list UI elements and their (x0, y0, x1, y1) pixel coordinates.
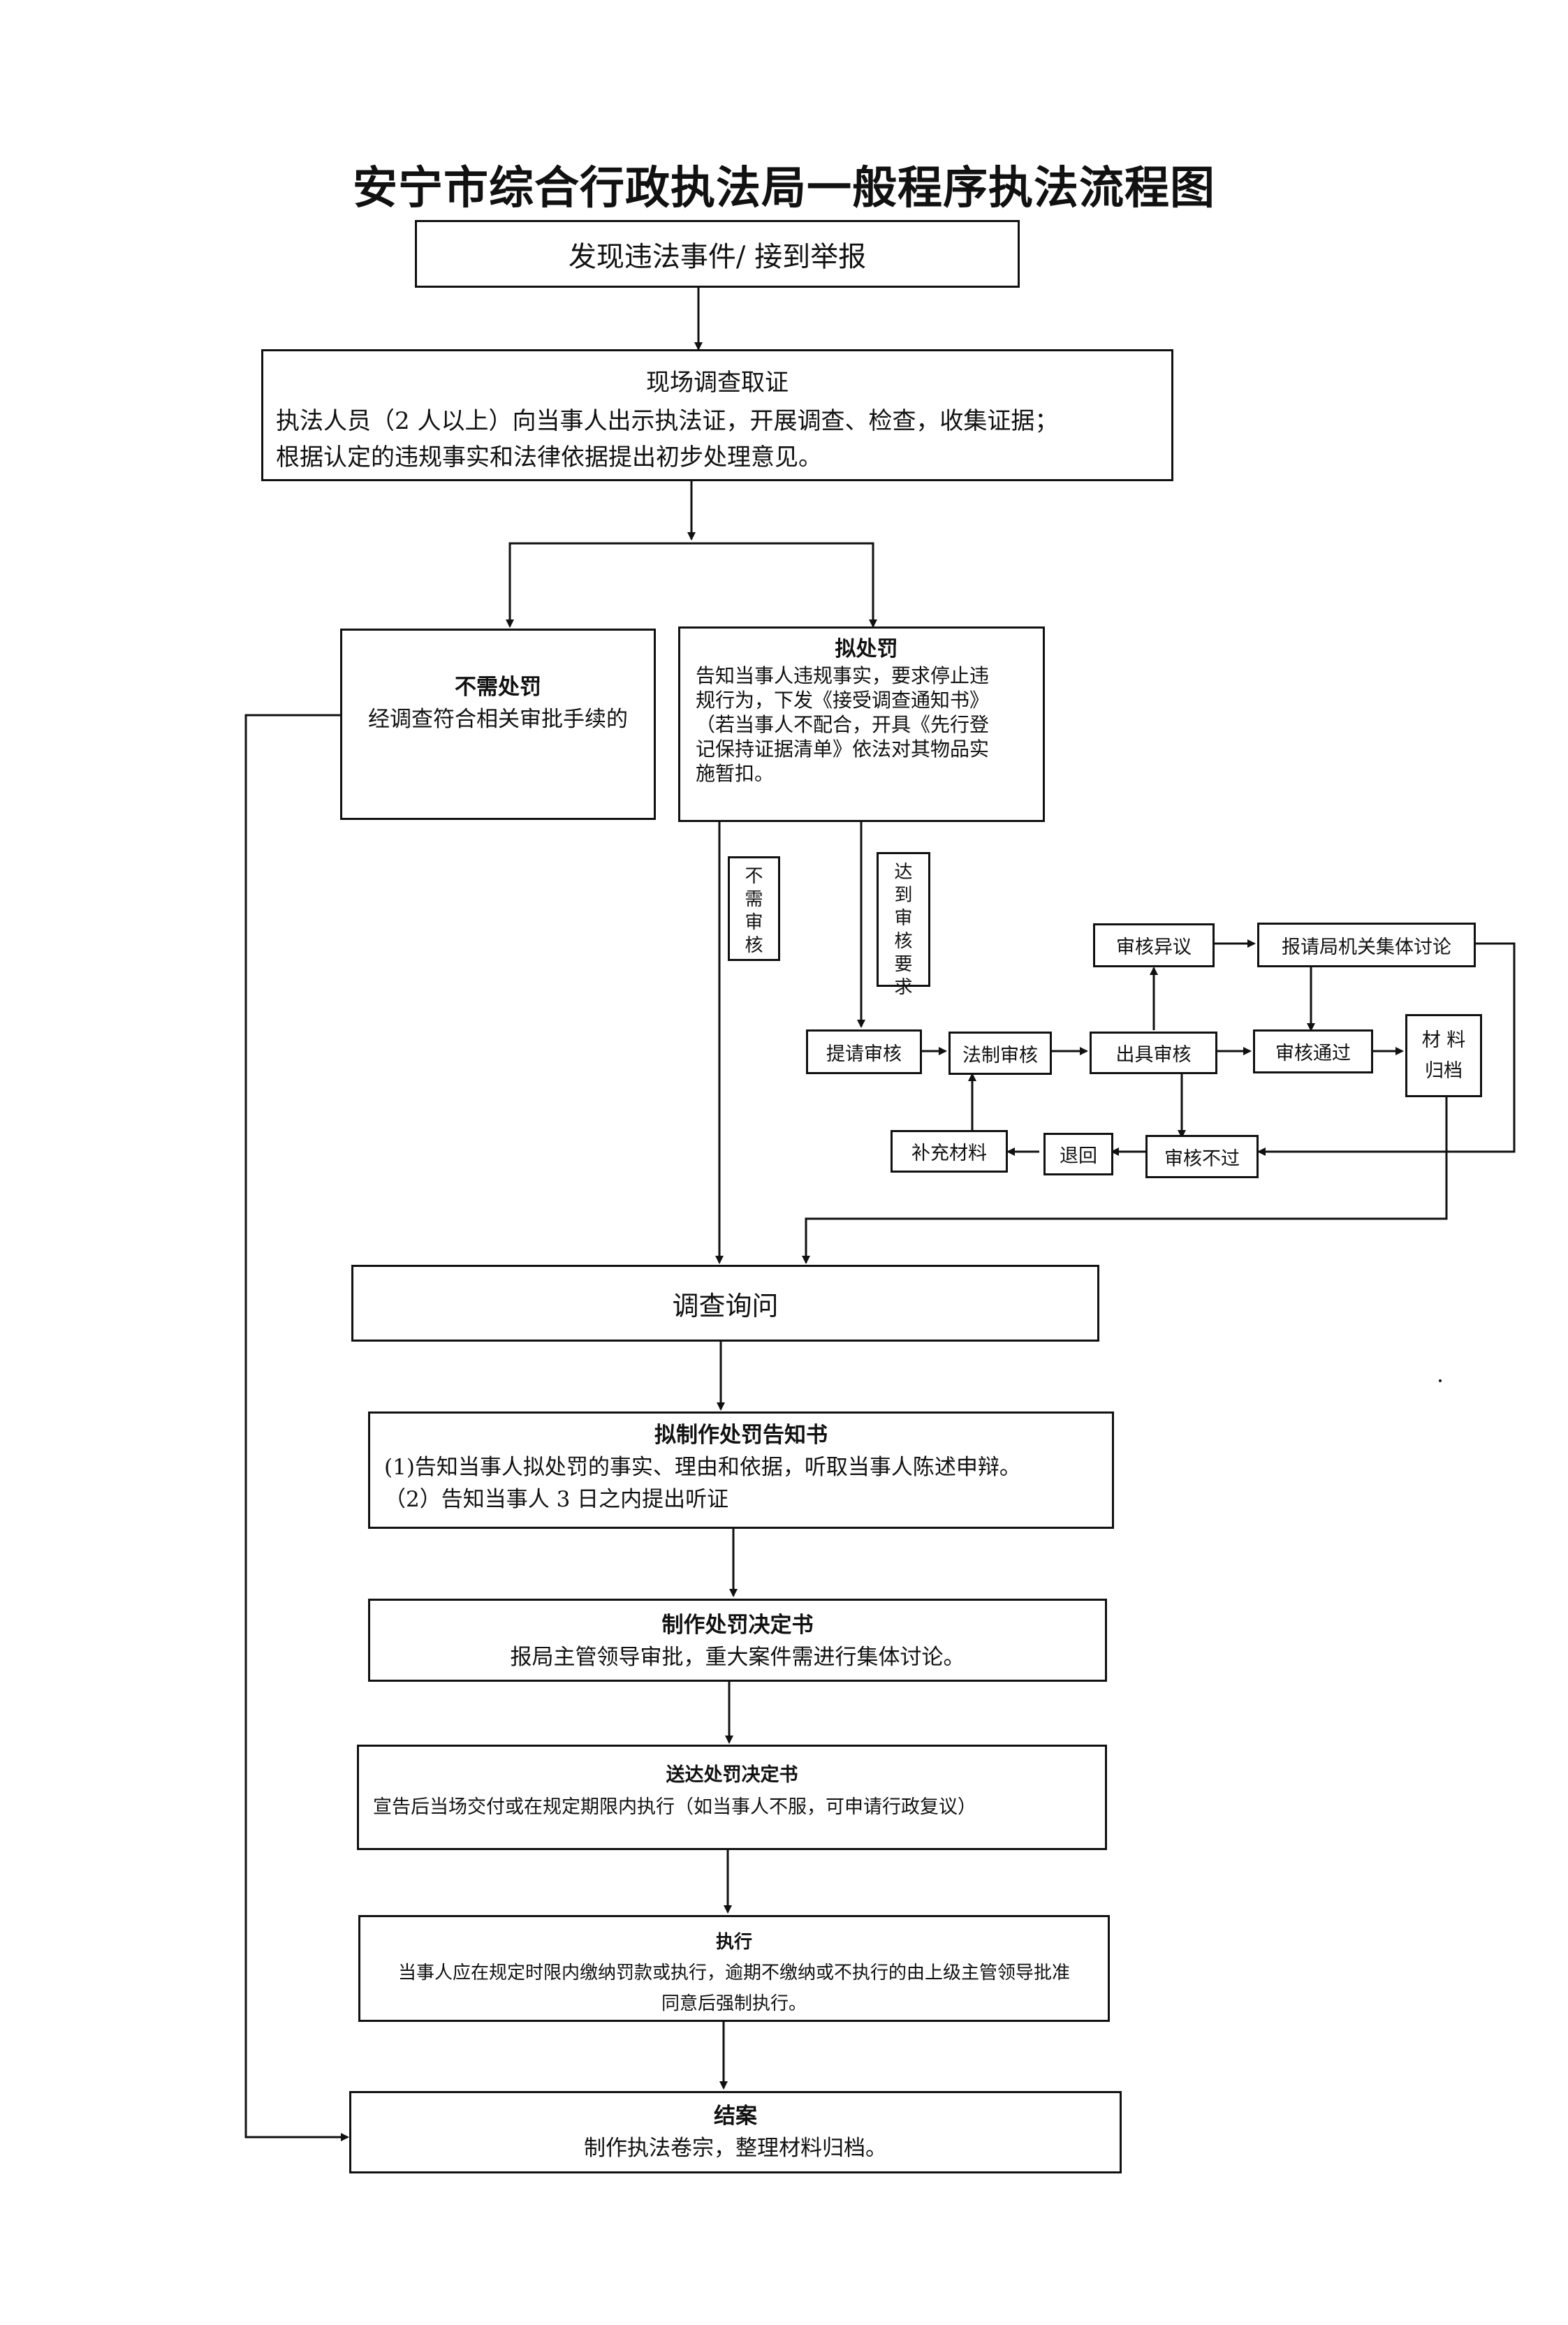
review-objection-label: 审核异议 (1116, 937, 1192, 958)
close-text: 制作执法卷宗，整理材料归档。 (584, 2136, 887, 2161)
review-passed-box: 审核通过 (1253, 1029, 1373, 1073)
no-review-label: 不需审核 (728, 856, 780, 961)
no-penalty-text: 经调查符合相关审批手续的 (368, 707, 628, 732)
returned-label: 退回 (1060, 1145, 1097, 1167)
proposed-penalty-line-5: 施暂扣。 (696, 762, 775, 785)
execute-line-1: 当事人应在规定时限内缴纳罚款或执行，逾期不缴纳或不执行的由上级主管领导批准 (397, 1963, 1070, 1983)
review-submit-label: 提请审核 (826, 1043, 902, 1065)
investigation-line-2: 根据认定的违规事实和法律依据提出初步处理意见。 (276, 443, 822, 471)
review-objection-box: 审核异议 (1093, 923, 1215, 967)
notice-line-1: (1)告知当事人拟处罚的事实、理由和依据，听取当事人陈述申辩。 (384, 1455, 1021, 1480)
deliver-heading: 送达处罚决定书 (666, 1764, 798, 1786)
legal-review-box: 法制审核 (948, 1032, 1052, 1075)
archive-label: 材 料 归档 (1421, 1029, 1466, 1082)
page-title: 安宁市综合行政执法局一般程序执法流程图 (353, 162, 1215, 214)
review-failed-label: 审核不过 (1164, 1147, 1240, 1170)
collective-discussion-label: 报请局机关集体讨论 (1282, 936, 1451, 958)
proposed-penalty-line-3: （若当事人不配合，开具《先行登 (696, 713, 990, 736)
no-penalty-box: 不需处罚 经调查符合相关审批手续的 (340, 629, 656, 820)
proposed-penalty-line-1: 告知当事人违规事实，要求停止违 (696, 664, 990, 687)
notice-heading: 拟制作处罚告知书 (654, 1423, 828, 1448)
no-review-text: 不需审核 (745, 866, 763, 956)
review-submit-box: 提请审核 (806, 1029, 922, 1074)
no-penalty-heading: 不需处罚 (455, 675, 541, 700)
proposed-penalty-line-2: 规行为，下发《接受调查通知书》 (696, 689, 990, 712)
returned-box: 退回 (1043, 1133, 1113, 1175)
proposed-penalty-heading: 拟处罚 (835, 637, 898, 661)
proposed-penalty-line-4: 记保持证据清单》依法对其物品实 (696, 738, 990, 761)
decision-box: 制作处罚决定书 报局主管领导审批，重大案件需进行集体讨论。 (368, 1599, 1107, 1682)
close-heading: 结案 (714, 2104, 757, 2129)
investigation-line-1: 执法人员（2 人以上）向当事人出示执法证，开展调查、检查，收集证据； (276, 407, 1059, 435)
collective-discussion-box: 报请局机关集体讨论 (1257, 923, 1476, 967)
notice-box: 拟制作处罚告知书 (1)告知当事人拟处罚的事实、理由和依据，听取当事人陈述申辩。… (368, 1411, 1114, 1529)
execute-line-2: 同意后强制执行。 (661, 1993, 807, 2014)
archive-box: 材 料 归档 (1405, 1014, 1482, 1097)
review-failed-box: 审核不过 (1145, 1135, 1259, 1178)
investigation-box: 现场调查取证 执法人员（2 人以上）向当事人出示执法证，开展调查、检查，收集证据… (261, 349, 1173, 481)
close-box: 结案 制作执法卷宗，整理材料归档。 (349, 2091, 1122, 2173)
meets-review-label: 达到审核要求 (877, 852, 930, 998)
deliver-box: 送达处罚决定书 宣告后当场交付或在规定期限内执行（如当事人不服，可申请行政复议） (357, 1745, 1107, 1850)
deliver-text: 宣告后当场交付或在规定期限内执行（如当事人不服，可申请行政复议） (373, 1796, 976, 1818)
inquiry-box: 调查询问 (351, 1265, 1099, 1342)
execute-heading: 执行 (715, 1932, 752, 1953)
supplement-box: 补充材料 (891, 1130, 1008, 1173)
legal-review-label: 法制审核 (962, 1044, 1038, 1066)
decision-heading: 制作处罚决定书 (661, 1613, 814, 1638)
execute-box: 执行 当事人应在规定时限内缴纳罚款或执行，逾期不缴纳或不执行的由上级主管领导批准… (358, 1915, 1110, 2022)
decision-text: 报局主管领导审批，重大案件需进行集体讨论。 (510, 1645, 965, 1670)
meets-review-text: 达到审核要求 (894, 862, 913, 998)
issue-review-box: 出具审核 (1090, 1032, 1217, 1074)
notice-line-2: （2）告知当事人 3 日之内提出听证 (384, 1487, 729, 1512)
issue-review-label: 出具审核 (1115, 1044, 1192, 1066)
review-passed-label: 审核通过 (1275, 1043, 1351, 1064)
proposed-penalty-box: 拟处罚 告知当事人违规事实，要求停止违 规行为，下发《接受调查通知书》 （若当事… (678, 626, 1045, 822)
start-box: 发现违法事件/ 接到举报 (415, 220, 1020, 288)
stray-dot (1439, 1379, 1442, 1382)
investigation-heading: 现场调查取证 (646, 369, 789, 397)
start-label: 发现违法事件/ 接到举报 (568, 240, 867, 273)
inquiry-label: 调查询问 (672, 1290, 779, 1321)
supplement-label: 补充材料 (911, 1143, 987, 1164)
